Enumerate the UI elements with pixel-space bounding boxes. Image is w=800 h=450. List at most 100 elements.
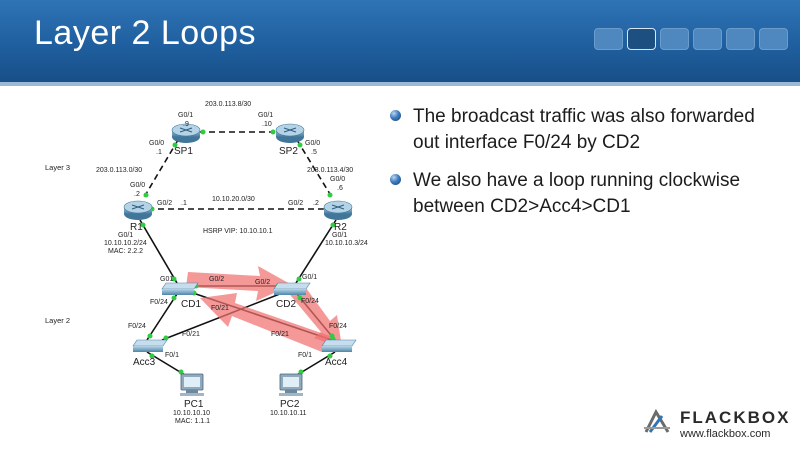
- device-name-sp2: SP2: [279, 146, 298, 157]
- nav-box-3[interactable]: [660, 28, 689, 50]
- status-dot: [171, 276, 177, 282]
- port-label: G0/0: [149, 140, 164, 147]
- network-label: 203.0.113.0/30: [96, 167, 142, 174]
- status-dot: [163, 335, 169, 341]
- device-name-acc3: Acc3: [133, 357, 156, 368]
- bullet-text: The broadcast traffic was also forwarded…: [413, 106, 755, 153]
- port-label: F0/24: [150, 299, 168, 306]
- device-name-pc2: PC2: [280, 399, 300, 410]
- slide-nav: [594, 28, 788, 50]
- nav-box-2[interactable]: [627, 28, 656, 50]
- port-label: G0/1: [258, 112, 273, 119]
- bullet-item: The broadcast traffic was also forwarded…: [390, 104, 780, 156]
- port-label: G0/0: [130, 182, 145, 189]
- bullet-icon: [390, 110, 401, 121]
- status-dot: [297, 142, 303, 148]
- ip-label: .5: [311, 149, 317, 156]
- status-dot: [172, 142, 178, 148]
- header-stripe: [0, 82, 800, 86]
- layer3-label: Layer 3: [45, 163, 70, 172]
- addressing-labels: 203.0.113.8/30 203.0.113.0/30 203.0.113.…: [96, 101, 368, 425]
- status-dot: [296, 276, 302, 282]
- switch-cd1[interactable]: [161, 282, 199, 295]
- port-label: G0/2: [288, 200, 303, 207]
- pc1[interactable]: [180, 373, 204, 396]
- status-dot: [171, 295, 177, 301]
- router-icon: [179, 127, 193, 133]
- network-label: 10.10.20.0/30: [212, 196, 255, 203]
- status-dot: [149, 353, 155, 359]
- status-dot: [147, 333, 153, 339]
- status-dot: [140, 222, 146, 228]
- status-dot: [298, 369, 304, 375]
- status-dot: [327, 192, 333, 198]
- device-name-cd2: CD2: [276, 299, 296, 310]
- router-sp1[interactable]: [171, 123, 201, 143]
- device-name-pc1: PC1: [184, 399, 204, 410]
- router-sp2[interactable]: [275, 123, 305, 143]
- layer2-label: Layer 2: [45, 316, 70, 325]
- nav-box-6[interactable]: [759, 28, 788, 50]
- device-names: SP1 SP2 R1 R2 CD1 CD2 Acc3 Acc4 PC1 PC2: [130, 146, 348, 410]
- hsrp-label: HSRP VIP: 10.10.10.1: [203, 228, 273, 235]
- network-diagram: Layer 3 Layer 2: [45, 101, 368, 425]
- port-label: G0/0: [330, 176, 345, 183]
- switch-acc3[interactable]: [132, 339, 168, 352]
- nav-box-1[interactable]: [594, 28, 623, 50]
- ip-label: .9: [183, 121, 189, 128]
- bullet-text: We also have a loop running clockwise be…: [413, 170, 741, 217]
- port-label: G01: [160, 276, 173, 283]
- status-dot: [200, 129, 206, 135]
- loop-arrows: [186, 266, 342, 352]
- mac-label: MAC: 2.2.2: [108, 248, 143, 255]
- router-icon: [131, 204, 145, 210]
- port-label: F0/24: [301, 298, 319, 305]
- slide-title: Layer 2 Loops: [34, 14, 256, 52]
- bullet-list: The broadcast traffic was also forwarded…: [390, 104, 780, 232]
- port-label: F0/24: [128, 323, 146, 330]
- port-label: F0/21: [182, 331, 200, 338]
- port-label: G0/1: [302, 274, 317, 281]
- port-label: G0/1: [178, 112, 193, 119]
- ip-label: 10.10.10.2/24: [104, 240, 147, 247]
- nav-box-5[interactable]: [726, 28, 755, 50]
- monitor-icon: [184, 377, 200, 387]
- port-label: F0/21: [271, 331, 289, 338]
- port-label: F0/1: [298, 352, 312, 359]
- network-label: 203.0.113.8/30: [205, 101, 251, 108]
- link-r2-cd2: [295, 219, 337, 284]
- status-dot: [178, 369, 184, 375]
- nav-box-4[interactable]: [693, 28, 722, 50]
- bullet-icon: [390, 174, 401, 185]
- flackbox-logo: FLACKBOX www.flackbox.com: [640, 406, 790, 442]
- ip-label: .2: [313, 200, 319, 207]
- port-label: F0/21: [211, 305, 229, 312]
- device-name-cd1: CD1: [181, 299, 201, 310]
- ip-label: 10.10.10.11: [270, 410, 307, 417]
- status-dot: [297, 295, 303, 301]
- pc2[interactable]: [279, 373, 303, 396]
- switch-acc4[interactable]: [321, 339, 357, 352]
- router-icon: [331, 204, 345, 210]
- ip-label: .10: [262, 121, 272, 128]
- router-r1[interactable]: [123, 200, 153, 220]
- ip-label: 10.10.10.3/24: [325, 240, 368, 247]
- arrow-cd2-to-acc4: [286, 288, 342, 348]
- ip-label: .6: [337, 185, 343, 192]
- status-dot: [330, 222, 336, 228]
- device-name-sp1: SP1: [174, 146, 193, 157]
- device-name-r2: R2: [334, 222, 347, 233]
- router-icon: [283, 127, 297, 133]
- router-r2[interactable]: [323, 200, 353, 220]
- port-label: G0/1: [332, 232, 347, 239]
- brand-url: www.flackbox.com: [680, 428, 771, 440]
- device-name-acc4: Acc4: [325, 357, 348, 368]
- flackbox-logo-icon: [644, 408, 670, 433]
- port-label: G0/2: [157, 200, 172, 207]
- ip-label: 10.10.10.10: [173, 410, 210, 417]
- device-name-r1: R1: [130, 222, 143, 233]
- arrow-cd1-to-cd2: [186, 266, 292, 301]
- switch-cd2[interactable]: [273, 282, 311, 295]
- mac-label: MAC: 1.1.1: [175, 418, 210, 425]
- link-cd1-acc3: [146, 293, 178, 341]
